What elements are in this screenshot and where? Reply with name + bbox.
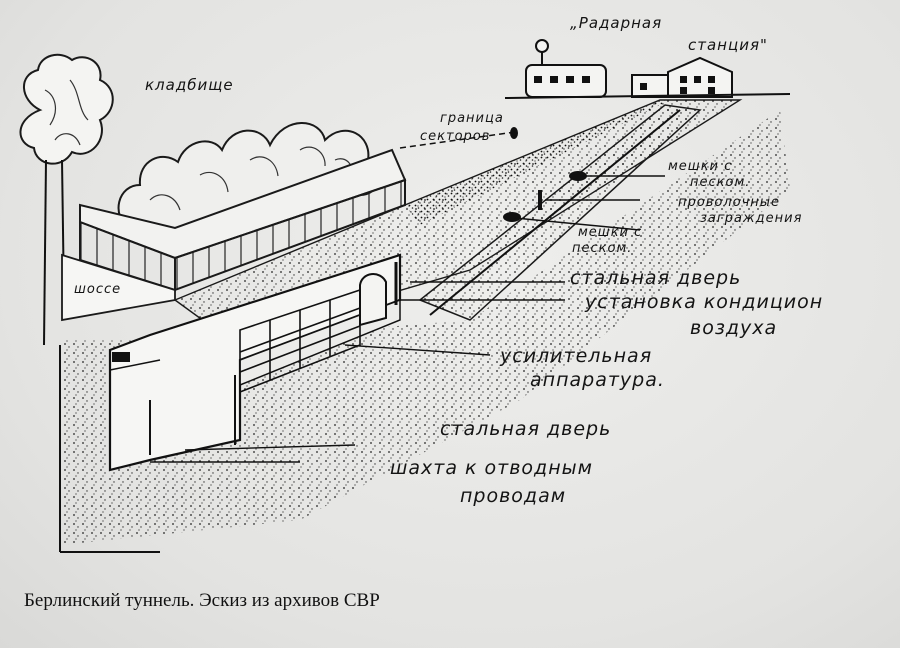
label-radar-1: „Радарная — [570, 14, 662, 32]
label-sector-2: секторов — [420, 129, 490, 144]
label-sandbags-a-2: песком. — [690, 175, 750, 190]
radar-station-buildings — [504, 39, 791, 99]
tree-left — [19, 53, 114, 346]
label-sandbags-b-1: мешки с — [578, 225, 642, 240]
label-wire-2: заграждения — [700, 211, 802, 226]
shaft-line — [59, 345, 160, 553]
figure-caption: Берлинский туннель. Эскиз из архивов СВР — [24, 590, 380, 611]
label-shaft-1: шахта к отводным — [390, 457, 593, 479]
label-cemetery: кладбище — [145, 76, 234, 94]
label-amplifier-2: аппаратура. — [530, 369, 665, 391]
label-highway: шоссе — [74, 282, 121, 297]
label-sandbags-b-2: песком. — [572, 241, 632, 256]
label-wire-1: проволочные — [678, 195, 780, 210]
tunnel-chamber — [108, 253, 402, 472]
tunnel-sidewall — [418, 104, 702, 321]
label-sandbags-a-1: мешки с — [668, 159, 732, 174]
leader-lines — [150, 175, 665, 463]
soil — [60, 110, 790, 545]
label-aircon-1: установка кондицион — [584, 291, 823, 313]
cemetery-fence — [79, 148, 407, 292]
label-amplifier-1: усилительная — [499, 345, 652, 367]
sandbags-markers — [399, 127, 587, 222]
label-radar-2: станция" — [688, 36, 768, 54]
label-aircon-2: воздуха — [690, 317, 777, 339]
label-steel-door-1: стальная дверь — [570, 267, 741, 289]
label-sector-1: граница — [440, 111, 504, 126]
labels: кладбище „Радарная станция" граница сект… — [74, 14, 823, 507]
label-shaft-2: проводам — [460, 485, 566, 507]
label-steel-door-2: стальная дверь — [440, 418, 611, 440]
